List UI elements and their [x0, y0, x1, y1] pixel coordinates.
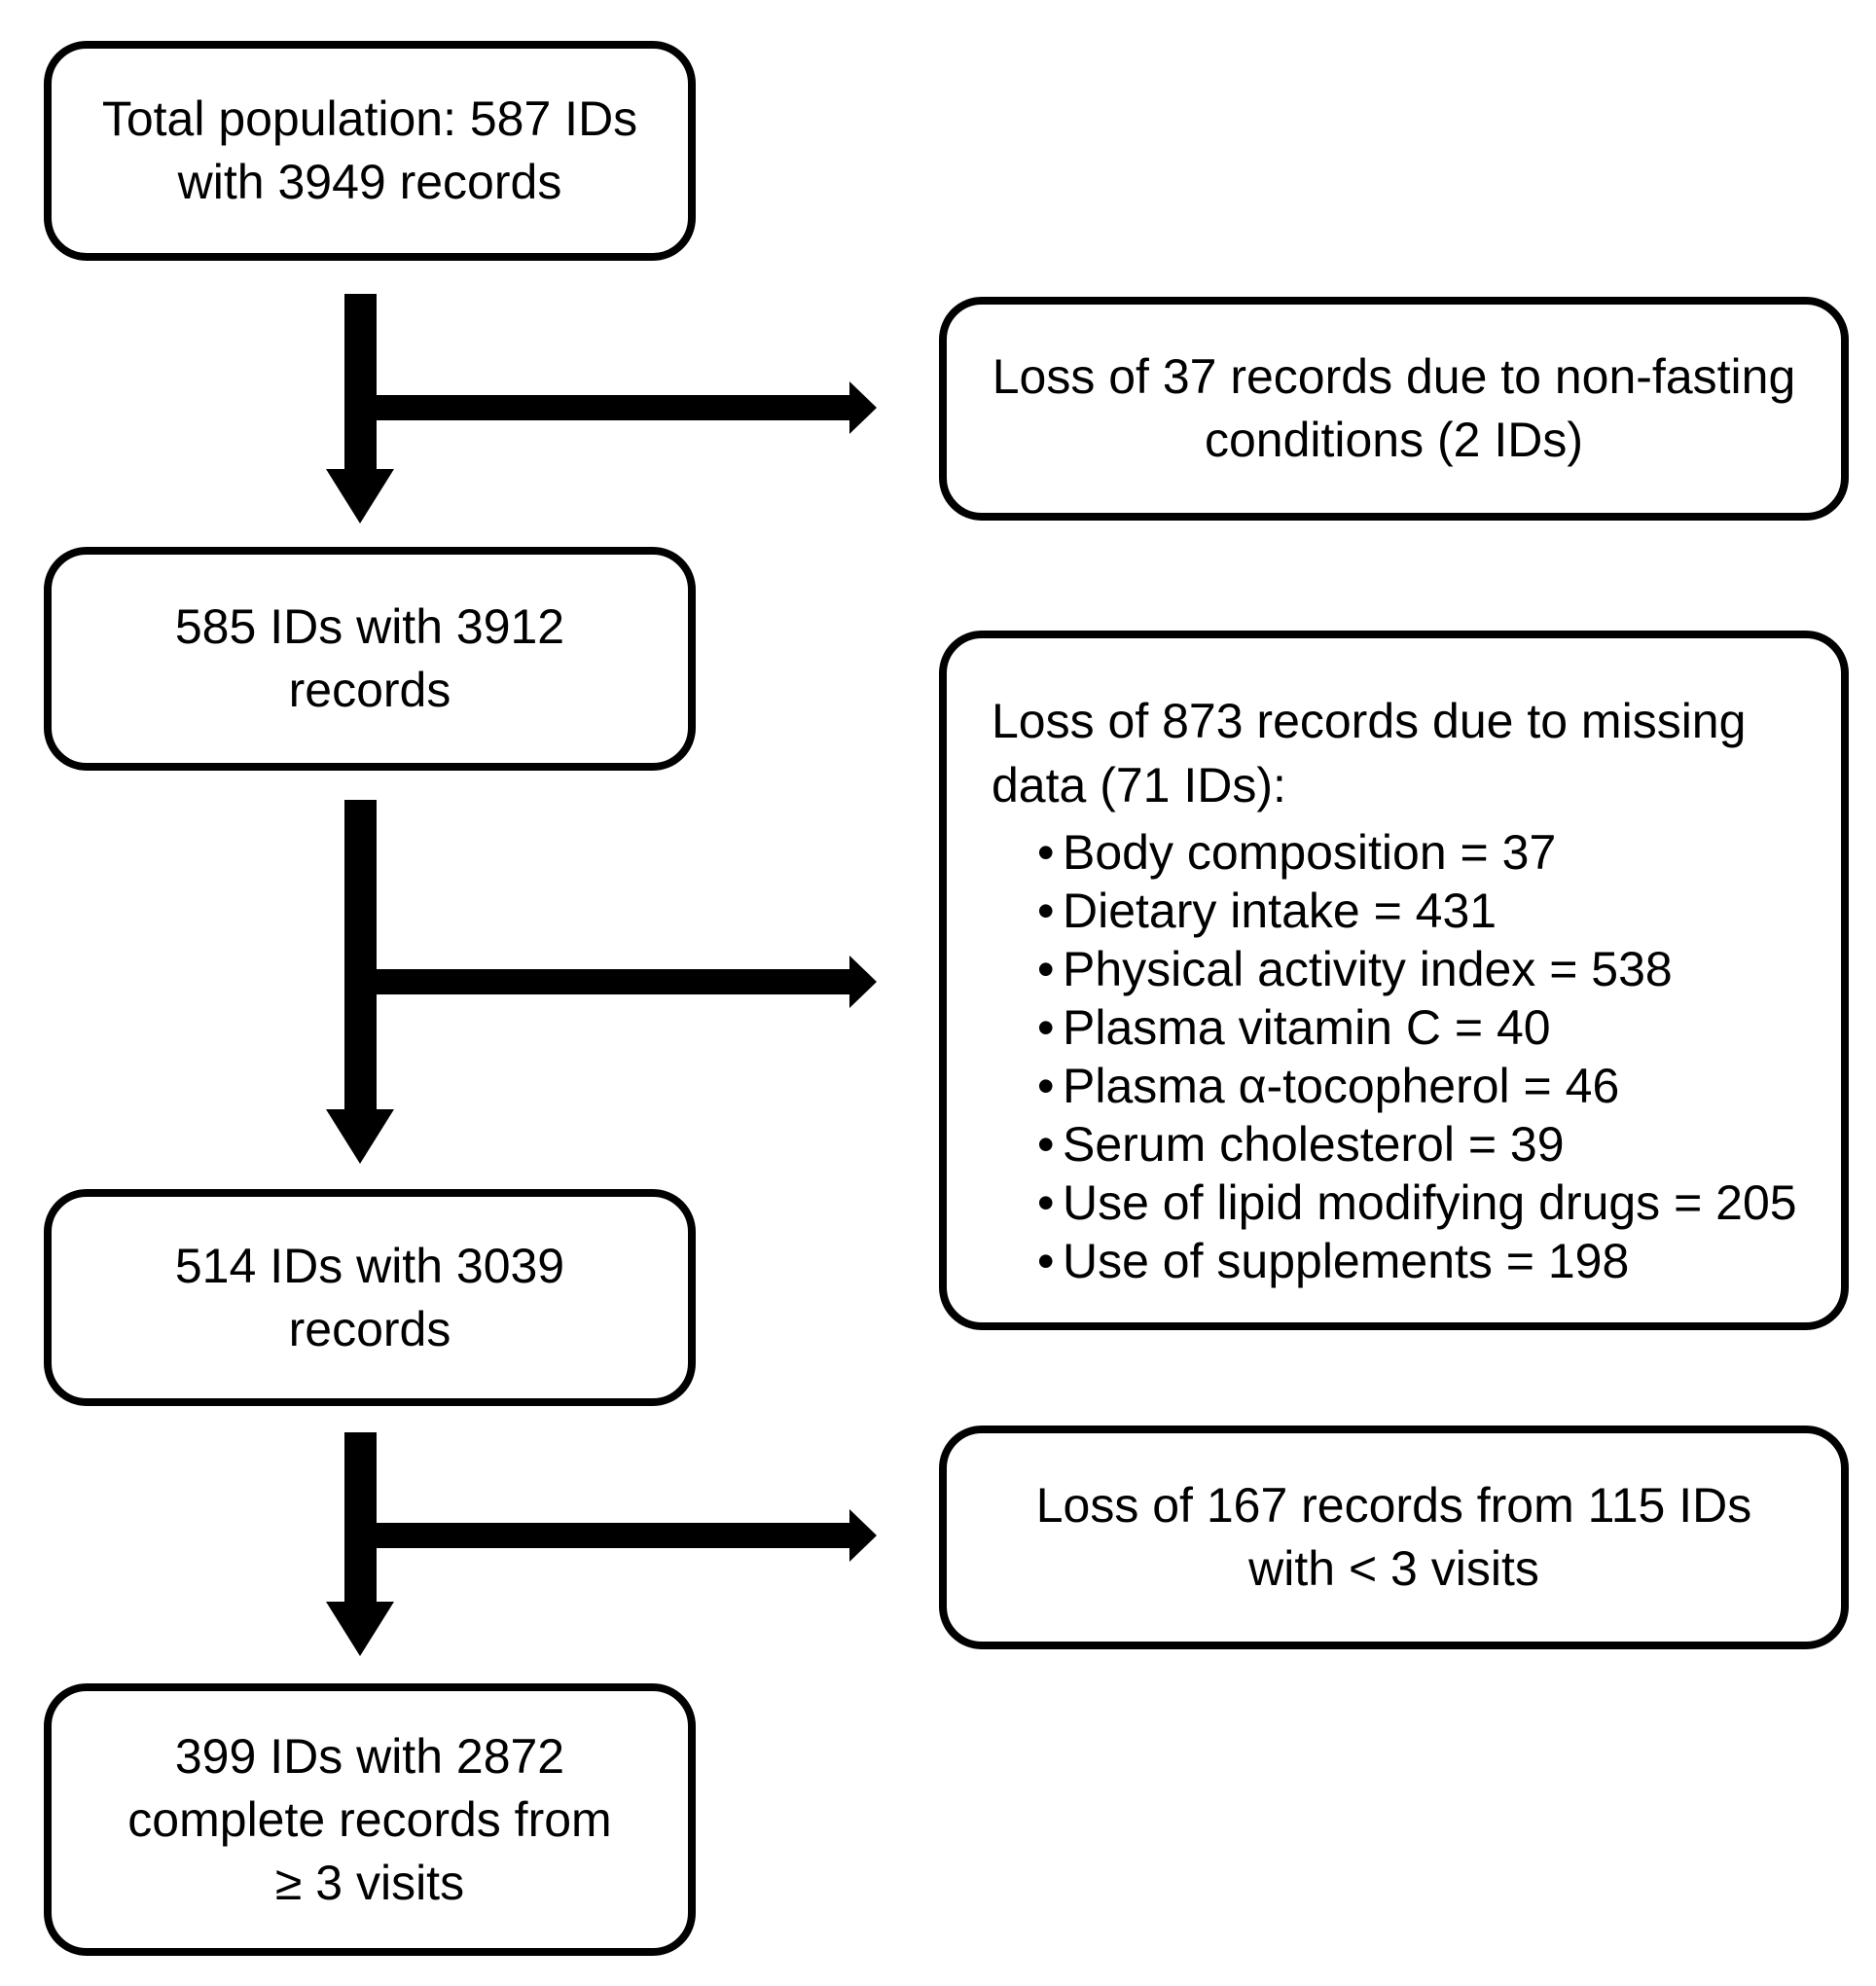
- node-text-line: Loss of 167 records from 115 IDs: [1035, 1478, 1752, 1533]
- node-loss-non-fasting: Loss of 37 records due to non-fasting co…: [939, 297, 1849, 521]
- node-text-line: records: [288, 1301, 451, 1356]
- list-item-text: Dietary intake = 431: [1063, 884, 1497, 938]
- node-loss-few-visits: Loss of 167 records from 115 IDs with < …: [939, 1426, 1849, 1649]
- list-item-text: Plasma vitamin C = 40: [1063, 1000, 1551, 1055]
- node-final-sample: 399 IDs with 2872 complete records from …: [44, 1683, 696, 1956]
- list-item: • Plasma α-tocopherol = 46: [1037, 1057, 1802, 1115]
- node-text-line: complete records from: [127, 1791, 612, 1847]
- node-text-line: ≥ 3 visits: [274, 1855, 465, 1910]
- node-text-line: data (71 IDs):: [992, 758, 1286, 812]
- missing-data-list: • Body composition = 37 • Dietary intake…: [992, 823, 1802, 1290]
- list-item-text: Serum cholesterol = 39: [1063, 1117, 1565, 1172]
- arrow-branch-right-1: [360, 381, 877, 434]
- list-item: • Serum cholesterol = 39: [1037, 1115, 1802, 1174]
- list-item: • Use of lipid modifying drugs = 205: [1037, 1174, 1802, 1232]
- arrow-down-1: [326, 294, 394, 524]
- bullet-icon: •: [1037, 1059, 1055, 1113]
- node-text-line: conditions (2 IDs): [1204, 413, 1584, 467]
- arrow-down-3: [326, 1432, 394, 1656]
- list-item: • Dietary intake = 431: [1037, 882, 1802, 940]
- node-text-line: Loss of 37 records due to non-fasting: [992, 349, 1796, 404]
- node-text-line: with < 3 visits: [1248, 1541, 1539, 1596]
- bullet-icon: •: [1037, 1117, 1055, 1172]
- list-item-text: Use of lipid modifying drugs = 205: [1063, 1175, 1797, 1230]
- list-item: • Use of supplements = 198: [1037, 1232, 1802, 1290]
- bullet-icon: •: [1037, 1234, 1055, 1288]
- node-text-line: Total population: 587 IDs: [101, 91, 638, 146]
- node-text-line: 514 IDs with 3039: [174, 1238, 565, 1293]
- bullet-icon: •: [1037, 1175, 1055, 1230]
- list-item: • Physical activity index = 538: [1037, 940, 1802, 998]
- node-text-line: with 3949 records: [177, 155, 562, 209]
- arrow-down-2: [326, 800, 394, 1164]
- bullet-icon: •: [1037, 942, 1055, 996]
- node-text-line: records: [288, 663, 451, 717]
- bullet-icon: •: [1037, 884, 1055, 938]
- bullet-icon: •: [1037, 1000, 1055, 1055]
- node-loss-missing-data: Loss of 873 records due to missing data …: [939, 631, 1849, 1330]
- list-item-text: Body composition = 37: [1063, 825, 1557, 880]
- arrow-branch-right-2: [360, 956, 877, 1008]
- node-text-line: 585 IDs with 3912: [174, 599, 565, 654]
- list-item: • Body composition = 37: [1037, 823, 1802, 882]
- arrow-branch-right-3: [360, 1509, 877, 1562]
- node-514-ids: 514 IDs with 3039 records: [44, 1189, 696, 1406]
- node-text-line: Loss of 873 records due to missing: [992, 694, 1747, 748]
- list-item-text: Use of supplements = 198: [1063, 1234, 1630, 1288]
- node-text-line: 399 IDs with 2872: [174, 1728, 565, 1784]
- node-total-population: Total population: 587 IDs with 3949 reco…: [44, 41, 696, 261]
- list-item-text: Physical activity index = 538: [1063, 942, 1673, 996]
- list-item: • Plasma vitamin C = 40: [1037, 998, 1802, 1057]
- list-item-text: Plasma α-tocopherol = 46: [1063, 1059, 1620, 1113]
- bullet-icon: •: [1037, 825, 1055, 880]
- node-585-ids: 585 IDs with 3912 records: [44, 547, 696, 771]
- missing-data-header: Loss of 873 records due to missing data …: [992, 689, 1802, 817]
